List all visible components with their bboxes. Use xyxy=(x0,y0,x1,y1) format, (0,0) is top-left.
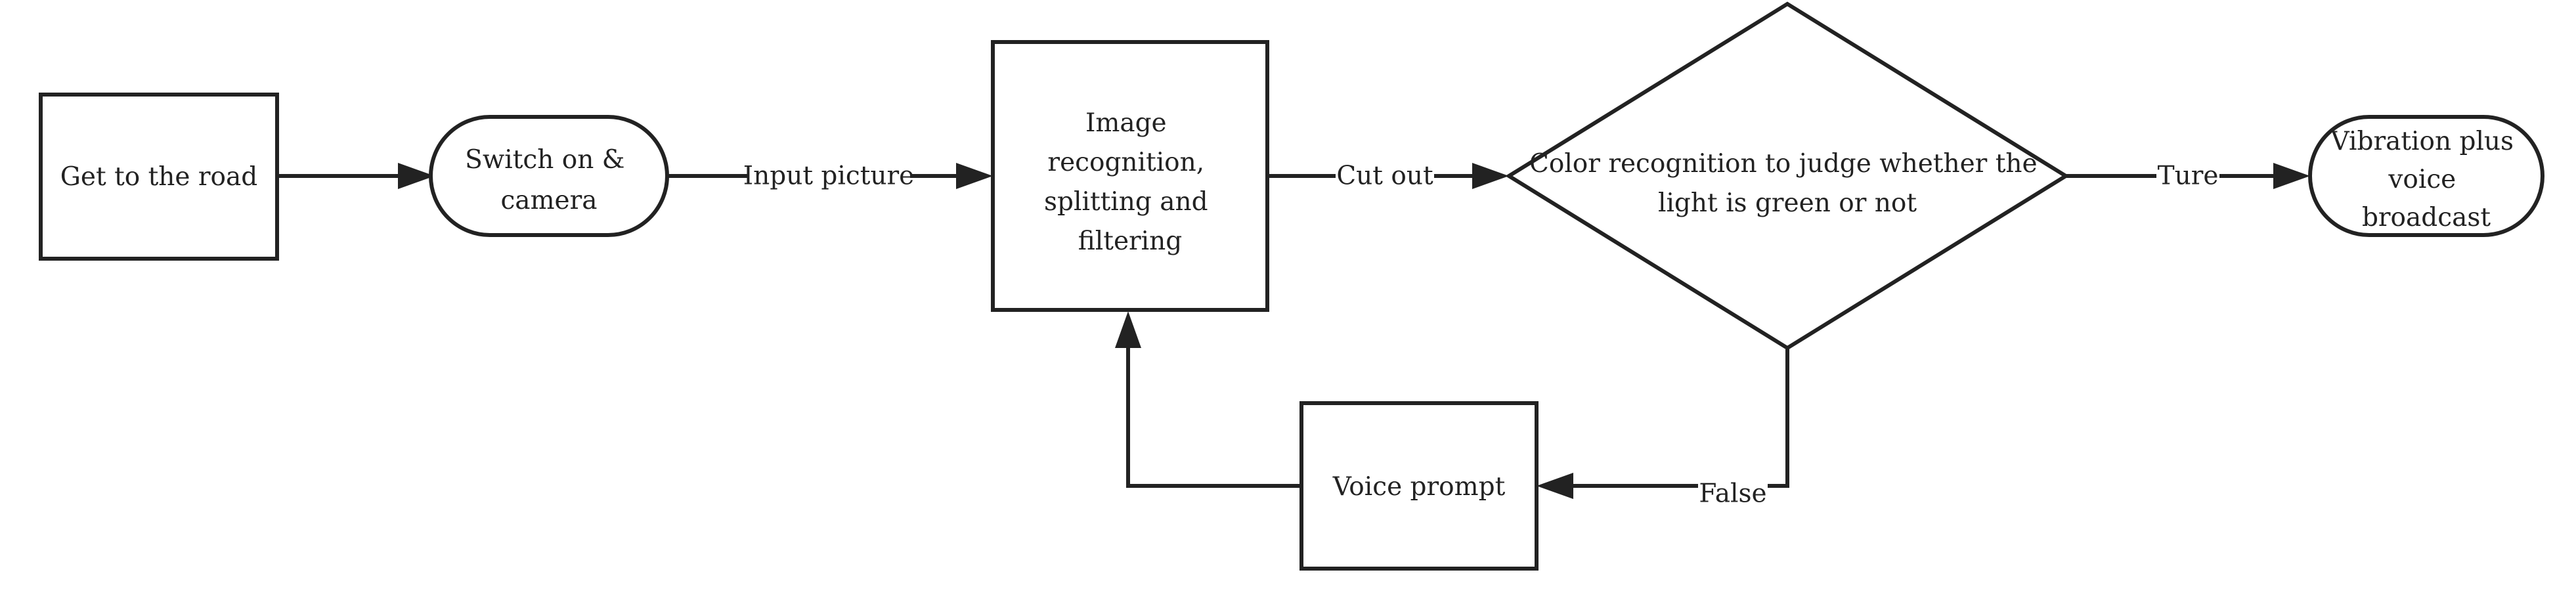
arrowhead-color-to-vibration xyxy=(2273,163,2310,189)
edges: Input picture Cut out Ture False xyxy=(277,160,2310,512)
edge-label-false: False xyxy=(1699,479,1766,509)
edge-camera-to-image: Input picture xyxy=(667,160,993,192)
node-voice-prompt: Voice prompt xyxy=(1299,401,1539,571)
node-switch-on-camera: Switch on & camera xyxy=(429,115,669,237)
edge-label-ture: Ture xyxy=(2158,162,2219,191)
arrowhead-camera-to-image xyxy=(956,163,993,189)
edge-road-to-camera xyxy=(277,163,435,189)
node-text-image-recognition-line-4: filtering xyxy=(1078,227,1182,256)
node-text-image-recognition-line-2: recognition, xyxy=(1047,148,1204,177)
node-text-get-to-the-road: Get to the road xyxy=(60,162,257,192)
svg-text:Switch on & camera: Switch on & camera xyxy=(465,145,633,215)
node-text-image-recognition-line-1: Image xyxy=(1085,108,1167,138)
node-text-color-recognition-line-2: light is green or not xyxy=(1658,188,1917,218)
node-image-recognition: Image recognition, splitting and filteri… xyxy=(991,40,1269,312)
edge-color-to-vibration: Ture xyxy=(2066,160,2310,192)
node-text-vibration-line-3: broadcast xyxy=(2362,203,2491,232)
arrowhead-color-to-prompt xyxy=(1537,473,1573,499)
node-text-vibration-line-2: voice xyxy=(2388,165,2456,194)
node-text-switch-on-line-1: Switch on & xyxy=(465,145,624,175)
edge-label-input-picture: Input picture xyxy=(743,162,914,191)
svg-text:Vibration plus voice: Vibration plus voice broadcast xyxy=(2330,127,2522,232)
edge-prompt-to-image xyxy=(1115,311,1301,488)
svg-text:Color recognition to judge whe: Color recognition to judge whether the l… xyxy=(1529,149,2045,218)
edge-color-to-prompt: False xyxy=(1537,349,1789,512)
node-vibration-voice-broadcast: Vibration plus voice broadcast xyxy=(2308,115,2544,237)
edge-image-to-color: Cut out xyxy=(1267,160,1509,192)
arrowhead-prompt-to-image xyxy=(1115,311,1141,348)
node-color-recognition-decision: Color recognition to judge whether the l… xyxy=(1505,1,2070,351)
node-text-switch-on-line-2: camera xyxy=(500,186,597,215)
node-text-image-recognition-line-3: splitting and xyxy=(1044,187,1208,217)
edge-label-cut-out: Cut out xyxy=(1336,162,1433,191)
arrowhead-image-to-color xyxy=(1472,163,1509,189)
svg-text:Get to the road: Get to the road xyxy=(60,162,257,192)
node-get-to-the-road: Get to the road xyxy=(39,93,279,261)
node-text-voice-prompt: Voice prompt xyxy=(1332,472,1506,502)
svg-text:Voice prompt: Voice prompt xyxy=(1332,472,1506,502)
svg-text:Image recognition,: Image recognition, splitting and filteri… xyxy=(1044,108,1216,256)
node-text-vibration-line-1: Vibration plus xyxy=(2330,127,2514,156)
node-text-color-recognition-line-1: Color recognition to judge whether the xyxy=(1529,149,2038,179)
arrowhead-road-to-camera xyxy=(398,163,435,189)
nodes: Get to the road Switch on & camera Image… xyxy=(39,1,2544,571)
